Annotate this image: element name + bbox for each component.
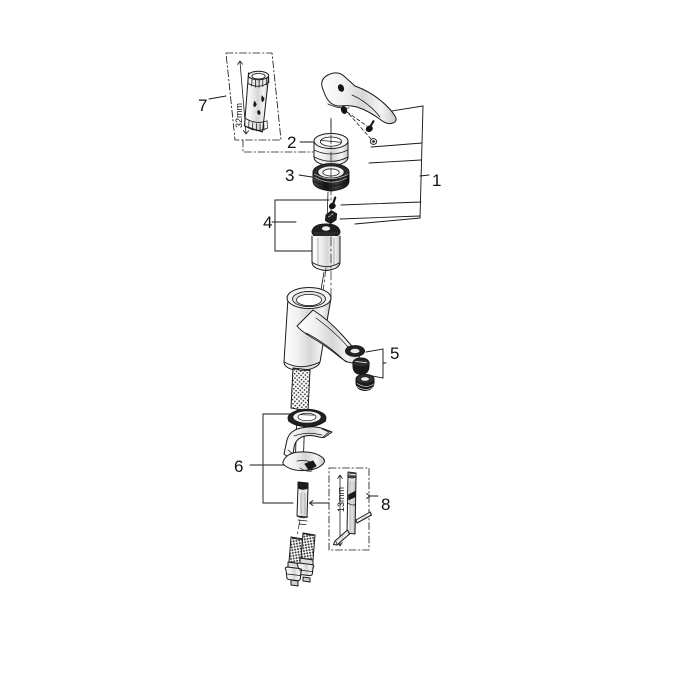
callout-label-6: 6 <box>234 457 244 476</box>
callout-label-8: 8 <box>381 495 391 514</box>
callout-label-2: 2 <box>287 133 297 152</box>
callout-4-right-rails <box>339 201 422 220</box>
callout-8-leader <box>366 493 379 499</box>
callout-7-leader <box>208 95 227 100</box>
part-mounting-plate <box>282 451 325 472</box>
callout-8-box <box>328 467 370 551</box>
part-grub-screw <box>365 120 375 133</box>
part-mounting-bracket <box>283 426 333 461</box>
dimension-label-13mm: 13mm <box>336 486 346 512</box>
part-lever-handle <box>321 72 397 125</box>
callout-6-bracket <box>249 413 295 504</box>
callout-label-1: 1 <box>432 171 442 190</box>
part-stud-bolt <box>296 481 309 525</box>
part-aerator-insert <box>352 357 370 375</box>
dimension-label-32mm: 32mm <box>234 102 244 128</box>
part-cartridge-socket-tool <box>244 70 270 133</box>
part-cartridge-screw <box>328 196 337 210</box>
callout-7-box <box>225 52 282 141</box>
callout-3-leader <box>298 174 313 178</box>
part-screw-cap <box>369 138 378 145</box>
hose-centerline <box>296 519 301 537</box>
assembly-centerline <box>321 117 332 301</box>
part-flex-hose-pair <box>284 532 316 587</box>
callout-label-3: 3 <box>285 166 295 185</box>
part-aerator-seal <box>345 345 365 357</box>
callout-label-5: 5 <box>390 344 400 363</box>
part-cartridge <box>311 223 341 272</box>
part-base-washer <box>287 408 327 428</box>
callout-7-extension <box>242 139 314 153</box>
part-aerator-housing <box>355 373 375 391</box>
stud-to-box-leader <box>309 500 330 506</box>
part-allen-key-tool <box>333 471 372 546</box>
callout-label-4: 4 <box>263 213 273 232</box>
handle-screw-leaders <box>346 111 372 140</box>
part-faucet-body <box>283 287 362 372</box>
callout-label-7: 7 <box>198 96 208 115</box>
